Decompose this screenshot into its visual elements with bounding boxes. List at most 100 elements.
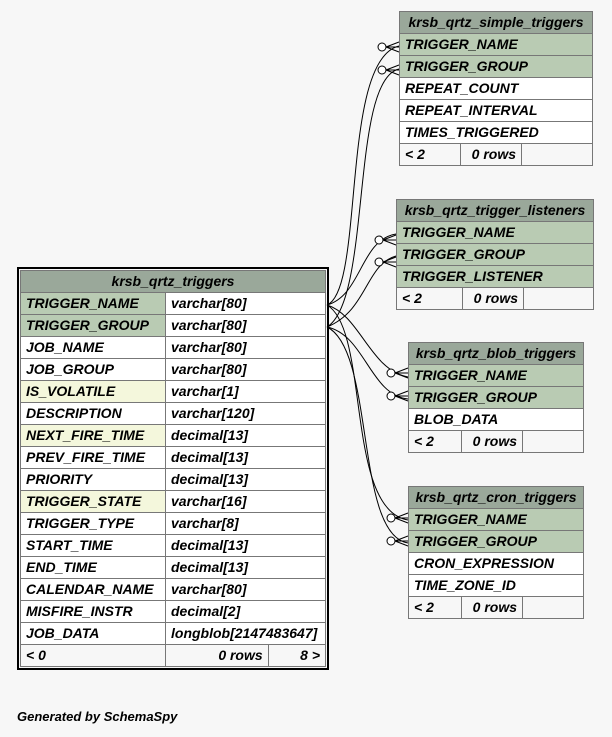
link-end-marker bbox=[374, 257, 384, 267]
column-name: NEXT_FIRE_TIME bbox=[20, 424, 166, 447]
column-row[interactable]: TRIGGER_GROUP bbox=[408, 386, 584, 409]
table-title[interactable]: krsb_qrtz_trigger_listeners bbox=[396, 199, 594, 222]
link-cron-name bbox=[326, 304, 409, 521]
link-end-marker bbox=[386, 513, 396, 523]
link-simple-name bbox=[326, 45, 400, 306]
parents-count: < 2 bbox=[408, 430, 462, 453]
column-name: TRIGGER_NAME bbox=[408, 364, 584, 387]
column-type: varchar[8] bbox=[165, 512, 326, 535]
column-type: varchar[80] bbox=[165, 292, 326, 315]
link-end-marker bbox=[386, 536, 396, 546]
link-end-marker bbox=[377, 65, 387, 75]
column-name: TRIGGER_LISTENER bbox=[396, 265, 594, 288]
column-row[interactable]: TIME_ZONE_ID bbox=[408, 574, 584, 597]
column-name: JOB_NAME bbox=[20, 336, 166, 359]
row-count: 0 rows bbox=[461, 430, 523, 453]
column-name: PREV_FIRE_TIME bbox=[20, 446, 166, 469]
column-name: DESCRIPTION bbox=[20, 402, 166, 425]
table-title[interactable]: krsb_qrtz_blob_triggers bbox=[408, 342, 584, 365]
column-type: varchar[120] bbox=[165, 402, 326, 425]
parents-count: < 2 bbox=[396, 287, 463, 310]
column-type: longblob[2147483647] bbox=[165, 622, 326, 645]
column-name: REPEAT_INTERVAL bbox=[399, 99, 593, 122]
column-name: TRIGGER_GROUP bbox=[396, 243, 594, 266]
link-end-marker bbox=[377, 42, 387, 52]
column-row[interactable]: TRIGGER_GROUP bbox=[399, 55, 593, 78]
column-name: MISFIRE_INSTR bbox=[20, 600, 166, 623]
column-row[interactable]: TRIGGER_LISTENER bbox=[396, 265, 594, 288]
column-type: decimal[2] bbox=[165, 600, 326, 623]
column-name: TRIGGER_GROUP bbox=[399, 55, 593, 78]
column-name: BLOB_DATA bbox=[408, 408, 584, 431]
column-name: IS_VOLATILE bbox=[20, 380, 166, 403]
table-title[interactable]: krsb_qrtz_triggers bbox=[20, 270, 326, 293]
column-name: TRIGGER_NAME bbox=[20, 292, 166, 315]
column-row[interactable]: TIMES_TRIGGERED bbox=[399, 121, 593, 144]
column-name: PRIORITY bbox=[20, 468, 166, 491]
row-count: 0 rows bbox=[460, 143, 522, 166]
column-row[interactable]: TRIGGER_GROUP bbox=[408, 530, 584, 553]
link-simple-group bbox=[326, 68, 400, 328]
table-krsb-qrtz-trigger-listeners[interactable]: krsb_qrtz_trigger_listeners TRIGGER_NAME… bbox=[396, 199, 594, 310]
link-end-marker bbox=[374, 235, 384, 245]
column-type: varchar[80] bbox=[165, 336, 326, 359]
row-count: 0 rows bbox=[165, 644, 269, 667]
parents-count: < 2 bbox=[408, 596, 462, 619]
children-count bbox=[521, 143, 593, 166]
column-type: decimal[13] bbox=[165, 424, 326, 447]
column-row[interactable]: TRIGGER_NAME bbox=[399, 33, 593, 56]
column-row[interactable]: TRIGGER_NAME bbox=[396, 221, 594, 244]
column-type: varchar[1] bbox=[165, 380, 326, 403]
column-name: CRON_EXPRESSION bbox=[408, 552, 584, 575]
column-name: REPEAT_COUNT bbox=[399, 77, 593, 100]
column-name: CALENDAR_NAME bbox=[20, 578, 166, 601]
column-row[interactable]: CRON_EXPRESSION bbox=[408, 552, 584, 575]
table-title[interactable]: krsb_qrtz_cron_triggers bbox=[408, 486, 584, 509]
column-name: START_TIME bbox=[20, 534, 166, 557]
column-type: varchar[80] bbox=[165, 578, 326, 601]
column-name: END_TIME bbox=[20, 556, 166, 579]
column-name: JOB_DATA bbox=[20, 622, 166, 645]
column-type: decimal[13] bbox=[165, 468, 326, 491]
column-type: decimal[13] bbox=[165, 446, 326, 469]
parents-count: < 2 bbox=[399, 143, 461, 166]
column-name: TRIGGER_GROUP bbox=[408, 386, 584, 409]
column-name: JOB_GROUP bbox=[20, 358, 166, 381]
column-row[interactable]: REPEAT_INTERVAL bbox=[399, 99, 593, 122]
column-type: decimal[13] bbox=[165, 534, 326, 557]
link-end-marker bbox=[386, 391, 396, 401]
column-row[interactable]: REPEAT_COUNT bbox=[399, 77, 593, 100]
table-title[interactable]: krsb_qrtz_simple_triggers bbox=[399, 11, 593, 34]
column-row[interactable]: TRIGGER_GROUP bbox=[396, 243, 594, 266]
column-name: TRIGGER_NAME bbox=[399, 33, 593, 56]
column-row[interactable]: BLOB_DATA bbox=[408, 408, 584, 431]
column-row[interactable]: TRIGGER_NAME bbox=[408, 508, 584, 531]
column-row[interactable]: TRIGGER_NAME bbox=[408, 364, 584, 387]
column-name: TRIGGER_TYPE bbox=[20, 512, 166, 535]
generated-by-text: Generated by SchemaSpy bbox=[17, 709, 178, 724]
children-count bbox=[522, 596, 584, 619]
column-type: varchar[80] bbox=[165, 314, 326, 337]
column-name: TIMES_TRIGGERED bbox=[399, 121, 593, 144]
